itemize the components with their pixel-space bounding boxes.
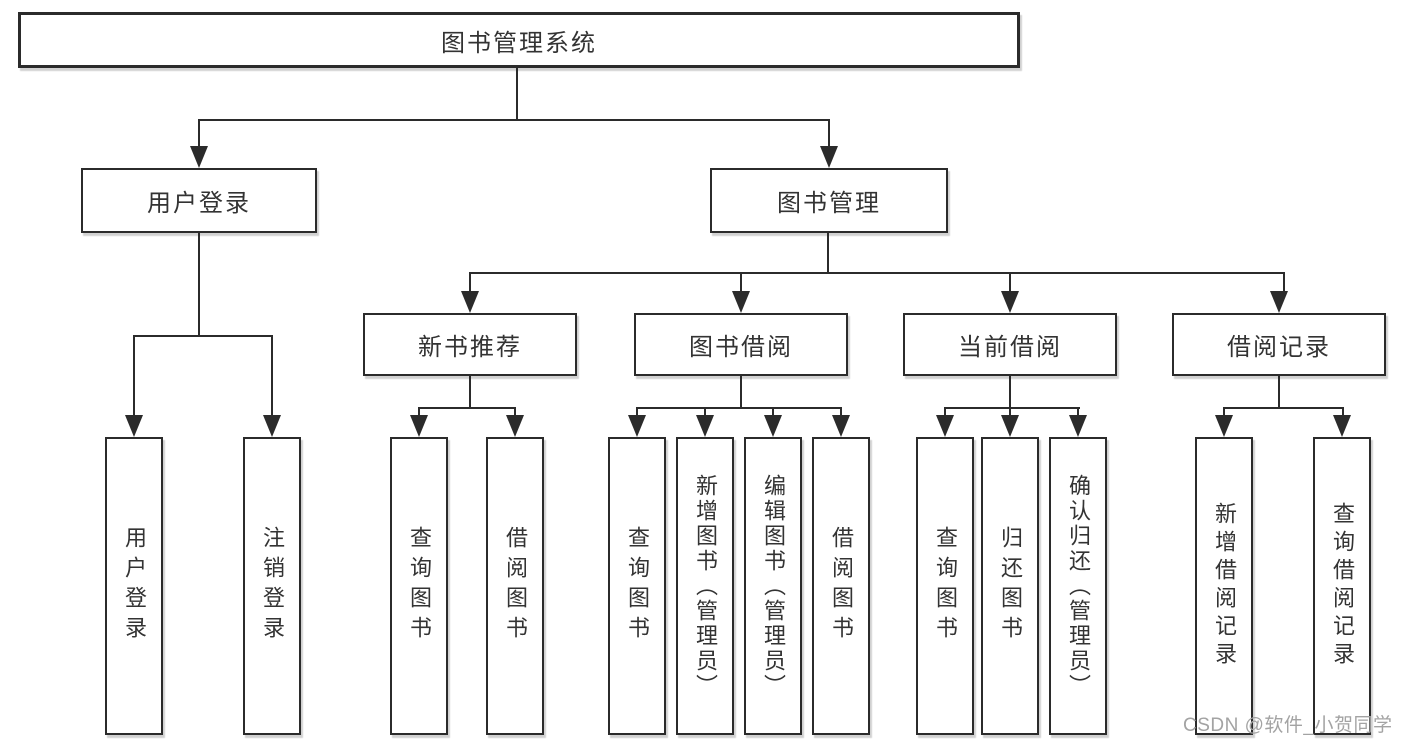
- leaf-query-book-3: 查询图书: [916, 437, 974, 735]
- arrow-down-icon: [1215, 415, 1233, 437]
- arrow-down-icon: [506, 415, 524, 437]
- node-library-system: 图书管理系统: [18, 12, 1020, 68]
- arrow-down-icon: [1333, 415, 1351, 437]
- leaf-confirm-return-admin-label: 确认归还（管理员）: [1066, 473, 1091, 699]
- connector-line: [704, 407, 706, 418]
- leaf-query-borrow-record-label: 查询借阅记录: [1330, 502, 1355, 670]
- arrow-down-icon: [410, 415, 428, 437]
- node-borrow-records: 借阅记录: [1172, 313, 1386, 376]
- connector-line: [469, 272, 471, 293]
- arrow-down-icon: [732, 291, 750, 313]
- leaf-return-book-label: 归还图书: [998, 526, 1023, 646]
- connector-line: [740, 376, 742, 408]
- leaf-user-login-label: 用户登录: [122, 526, 147, 646]
- arrow-down-icon: [263, 415, 281, 437]
- node-book-borrow-label: 图书借阅: [689, 334, 793, 361]
- leaf-query-borrow-record: 查询借阅记录: [1313, 437, 1371, 735]
- arrow-down-icon: [1001, 291, 1019, 313]
- connector-line: [772, 407, 774, 418]
- leaf-query-book-2: 查询图书: [608, 437, 666, 735]
- watermark: CSDN @软件_小贺同学: [1183, 715, 1393, 736]
- arrow-down-icon: [1001, 415, 1019, 437]
- arrow-down-icon: [696, 415, 714, 437]
- arrow-down-icon: [1270, 291, 1288, 313]
- arrow-down-icon: [190, 146, 208, 168]
- leaf-query-book-2-label: 查询图书: [625, 526, 650, 646]
- leaf-add-book-admin: 新增图书（管理员）: [676, 437, 734, 735]
- arrow-down-icon: [1069, 415, 1087, 437]
- connector-line: [740, 272, 742, 293]
- leaf-return-book: 归还图书: [981, 437, 1039, 735]
- connector-line: [840, 407, 842, 418]
- connector-line: [271, 335, 273, 417]
- connector-line: [198, 233, 200, 336]
- connector-line: [1278, 376, 1280, 408]
- connector-line: [198, 119, 200, 148]
- leaf-borrow-book-1-label: 借阅图书: [503, 526, 528, 646]
- connector-line: [1283, 272, 1285, 293]
- connector-line: [944, 407, 946, 418]
- connector-line: [1009, 376, 1011, 408]
- connector-line: [516, 68, 518, 120]
- connector-line: [828, 119, 830, 148]
- leaf-query-book-1: 查询图书: [390, 437, 448, 735]
- arrow-down-icon: [820, 146, 838, 168]
- connector-line: [1223, 407, 1225, 418]
- arrow-down-icon: [936, 415, 954, 437]
- connector-line: [133, 335, 135, 417]
- node-library-system-label: 图书管理系统: [441, 29, 597, 57]
- arrow-down-icon: [764, 415, 782, 437]
- connector-line: [469, 376, 471, 408]
- node-current-borrow: 当前借阅: [903, 313, 1117, 376]
- arrow-down-icon: [628, 415, 646, 437]
- connector-line: [944, 407, 1080, 409]
- connector-line: [133, 335, 273, 337]
- leaf-borrow-book-2: 借阅图书: [812, 437, 870, 735]
- leaf-add-borrow-record-label: 新增借阅记录: [1212, 502, 1237, 670]
- leaf-query-book-3-label: 查询图书: [933, 526, 958, 646]
- leaf-borrow-book-1: 借阅图书: [486, 437, 544, 735]
- connector-line: [198, 119, 830, 121]
- arrow-down-icon: [461, 291, 479, 313]
- leaf-edit-book-admin: 编辑图书（管理员）: [744, 437, 802, 735]
- arrow-down-icon: [832, 415, 850, 437]
- node-new-book-recommend-label: 新书推荐: [418, 334, 522, 361]
- connector-line: [1077, 407, 1079, 418]
- connector-line: [827, 233, 829, 274]
- connector-line: [418, 407, 516, 409]
- leaf-confirm-return-admin: 确认归还（管理员）: [1049, 437, 1107, 735]
- connector-line: [636, 407, 842, 409]
- leaf-logout: 注销登录: [243, 437, 301, 735]
- node-book-management-label: 图书管理: [777, 190, 881, 217]
- node-book-management: 图书管理: [710, 168, 948, 233]
- leaf-logout-label: 注销登录: [260, 526, 285, 646]
- node-borrow-records-label: 借阅记录: [1227, 334, 1331, 361]
- node-user-login-label: 用户登录: [147, 190, 251, 217]
- leaf-edit-book-admin-label: 编辑图书（管理员）: [761, 473, 786, 699]
- connector-line: [1342, 407, 1344, 418]
- connector-line: [1223, 407, 1344, 409]
- connector-line: [469, 272, 1285, 274]
- connector-line: [418, 407, 420, 418]
- node-book-borrow: 图书借阅: [634, 313, 848, 376]
- leaf-query-book-1-label: 查询图书: [407, 526, 432, 646]
- node-new-book-recommend: 新书推荐: [363, 313, 577, 376]
- leaf-user-login: 用户登录: [105, 437, 163, 735]
- connector-line: [636, 407, 638, 418]
- connector-line: [514, 407, 516, 418]
- connector-line: [1009, 272, 1011, 293]
- node-current-borrow-label: 当前借阅: [958, 334, 1062, 361]
- arrow-down-icon: [125, 415, 143, 437]
- node-user-login: 用户登录: [81, 168, 317, 233]
- connector-line: [1009, 407, 1011, 418]
- leaf-add-borrow-record: 新增借阅记录: [1195, 437, 1253, 735]
- leaf-add-book-admin-label: 新增图书（管理员）: [693, 473, 718, 699]
- leaf-borrow-book-2-label: 借阅图书: [829, 526, 854, 646]
